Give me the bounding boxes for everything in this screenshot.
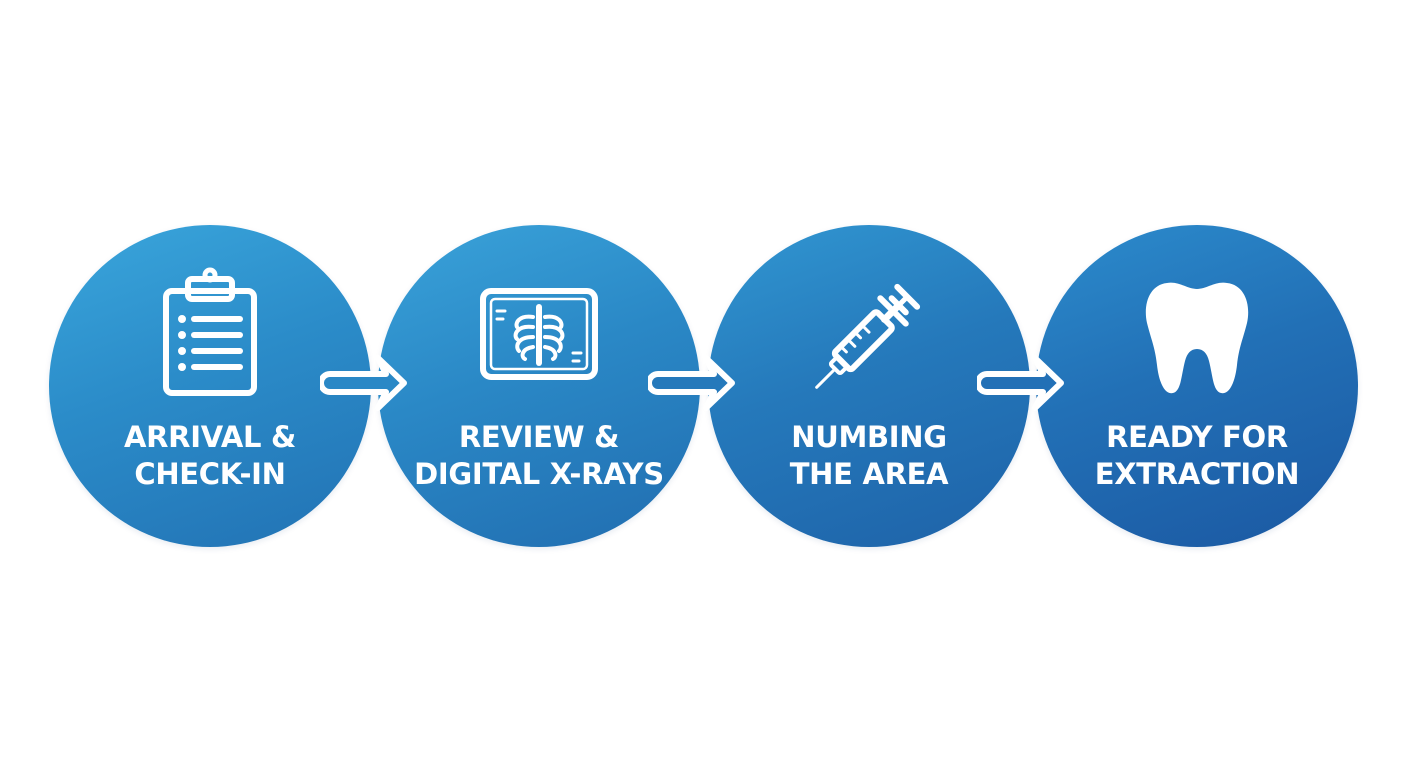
xray-icon: [469, 265, 609, 405]
syringe-icon: [799, 265, 939, 405]
step-arrival-check-in: ARRIVAL & CHECK-IN: [49, 225, 371, 547]
step-label-line2: THE AREA: [789, 457, 949, 491]
step-label-line1: REVIEW &: [458, 420, 620, 454]
step-ready-extraction: READY FOR EXTRACTION: [1036, 225, 1358, 547]
step-review-xrays: REVIEW & DIGITAL X-RAYS: [378, 225, 700, 547]
step-label-line2: DIGITAL X-RAYS: [414, 457, 664, 491]
tooth-icon: [1127, 265, 1267, 405]
step-label-line2: CHECK-IN: [134, 457, 286, 491]
arrow-right-icon: [648, 348, 758, 418]
step-label-line2: EXTRACTION: [1094, 457, 1300, 491]
step-label-line1: NUMBING: [791, 420, 947, 454]
step-label: READY FOR EXTRACTION: [1036, 419, 1358, 493]
step-label-line1: READY FOR: [1106, 420, 1288, 454]
step-label: NUMBING THE AREA: [708, 419, 1030, 493]
arrow-right-icon: [977, 348, 1087, 418]
arrow-right-icon: [320, 348, 430, 418]
step-label: REVIEW & DIGITAL X-RAYS: [378, 419, 700, 493]
step-label: ARRIVAL & CHECK-IN: [49, 419, 371, 493]
clipboard-icon: [140, 265, 280, 405]
step-label-line1: ARRIVAL &: [124, 420, 296, 454]
